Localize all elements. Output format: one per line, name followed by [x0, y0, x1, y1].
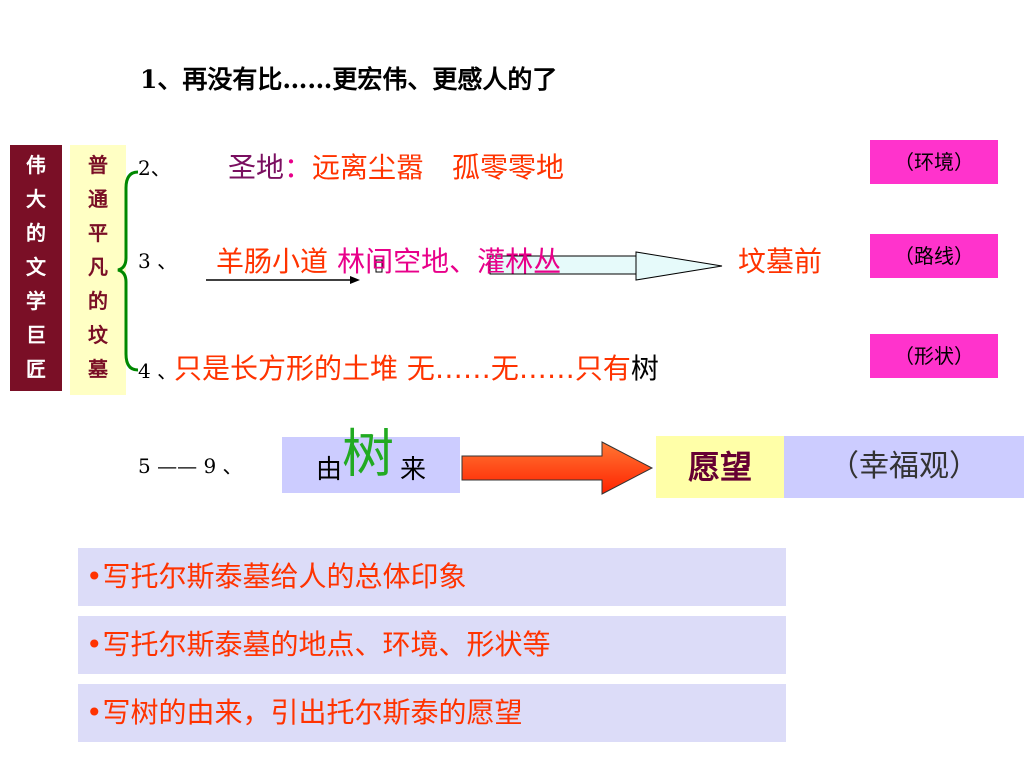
grave-front-wrap: 坟墓前 — [738, 240, 822, 280]
right-box-char: 平 — [88, 221, 108, 245]
wish-box: 愿望 — [656, 436, 784, 498]
right-box-char: 凡 — [88, 255, 108, 279]
ordinary-grave-box: 普 通 平 凡 的 坟 墓 — [70, 145, 126, 395]
route-tag: （路线） — [870, 234, 998, 278]
row-4-content: 只是长方形的土堆 无……无……只有树 — [174, 347, 659, 387]
great-literary-master-box: 伟 大 的 文 学 巨 匠 — [10, 145, 62, 391]
right-box-char: 墓 — [88, 357, 108, 381]
row-5-number: 5 —— 9 、 — [138, 450, 243, 479]
left-box-char: 巨 — [26, 323, 46, 347]
environment-tag: （环境） — [870, 140, 998, 184]
tree-origin-box: 由 来 — [282, 437, 460, 493]
right-box-char: 通 — [88, 187, 108, 211]
clearing-text: 林间空地、灌林丛 — [337, 245, 562, 278]
curly-brace-icon — [117, 170, 139, 372]
left-box-char: 的 — [26, 221, 46, 245]
row-2-content: 圣地：远离尘嚣 孤零零地 — [228, 146, 564, 186]
origin-right-char: 来 — [400, 455, 427, 485]
right-box-char: 坟 — [88, 323, 108, 347]
row-4-number-text: 4 、 — [138, 359, 178, 383]
row-3-number: 3 、 — [138, 245, 177, 274]
summary-item: •写托尔斯泰墓的地点、环境、形状等 — [78, 616, 786, 674]
left-box-char: 大 — [26, 187, 46, 211]
row-2-number: 2、 — [138, 156, 171, 180]
right-arrow-icon — [461, 441, 654, 495]
path-text: 羊肠小道 — [216, 245, 329, 278]
left-box-char: 匠 — [26, 357, 46, 381]
summary-item: •写托尔斯泰墓给人的总体印象 — [78, 548, 786, 606]
left-box-char: 学 — [26, 289, 46, 313]
tree-text: 树 — [630, 352, 659, 385]
row-4-number: 4 、 — [138, 355, 177, 384]
right-box-char: 的 — [88, 289, 108, 313]
row-5-number-text: 5 —— 9 、 — [138, 454, 243, 478]
route-arrows-icon — [206, 251, 723, 284]
row-2-colon: ： — [284, 151, 313, 184]
summary-item: •写树的由来，引出托尔斯泰的愿望 — [78, 684, 786, 742]
shape-tag: （形状） — [870, 334, 998, 378]
row-2-text: 远离尘嚣 孤零零地 — [312, 151, 565, 184]
left-box-char: 伟 — [26, 153, 46, 177]
holy-land-label: 圣地 — [228, 151, 285, 184]
grave-front-text: 坟墓前 — [738, 245, 823, 278]
origin-left-char: 由 — [316, 455, 343, 485]
line-1-text: 1、再没有比……更宏伟、更感人的了 — [140, 65, 558, 94]
left-box-char: 文 — [26, 255, 46, 279]
right-box-char: 普 — [88, 153, 108, 177]
row-2: 2、 — [138, 152, 171, 181]
shape-text: 只是长方形的土堆 无……无……只有 — [174, 352, 631, 385]
happiness-view-box: （幸福观） — [784, 436, 1024, 498]
row-3-content: 羊肠小道 林间空地、灌林丛 — [216, 240, 561, 280]
tree-big-char: 树 — [342, 425, 395, 485]
row-3-number-text: 3 、 — [138, 249, 178, 273]
